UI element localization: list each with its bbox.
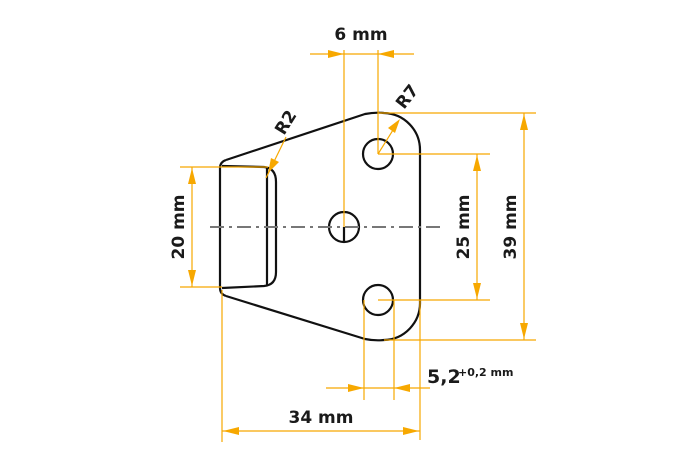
dim-hole-diameter: 5,2 +0,2 mm [326,300,513,440]
arrow-icon [348,384,364,392]
label-r2: R2 [271,107,301,139]
label-tolerance: +0,2 mm [458,366,513,379]
arrow-icon [388,119,400,133]
arrow-icon [473,155,481,171]
label-20mm: 20 mm [169,194,189,259]
label-5-2: 5,2 [427,366,461,388]
arrow-icon [394,384,410,392]
label-39mm: 39 mm [501,194,521,259]
arrow-icon [473,283,481,299]
label-34mm: 34 mm [288,408,353,428]
arrow-icon [378,50,394,58]
arrow-icon [188,270,196,286]
label-25mm: 25 mm [454,194,474,259]
dim-flange-height: 20 mm [169,166,268,288]
label-6mm: 6 mm [334,25,387,45]
dim-hole-spacing-vertical: 25 mm [378,153,490,301]
arrow-icon [520,114,528,130]
dim-radius-small: R2 [265,107,301,179]
arrow-icon [328,50,344,58]
arrow-icon [188,168,196,184]
hole-diameter-value: 5,2 [427,366,461,388]
label-r7: R7 [392,81,423,113]
arrow-icon [520,323,528,339]
dim-hole-spacing-horizontal: 6 mm [310,25,414,227]
arrow-icon [223,427,239,435]
dim-overall-width: 34 mm [221,290,420,442]
arrow-icon [268,158,279,173]
dim-overall-height: 39 mm [378,112,536,341]
arrow-icon [403,427,419,435]
